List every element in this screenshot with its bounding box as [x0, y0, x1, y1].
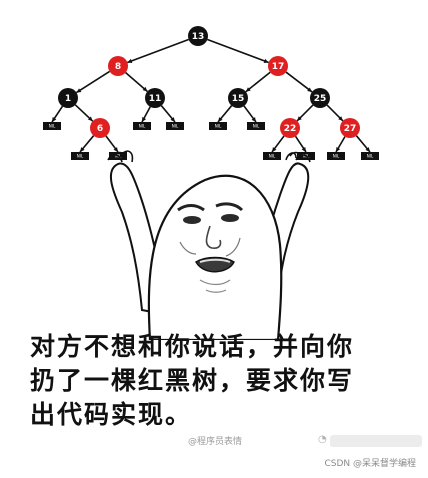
left-eye [183, 216, 201, 224]
cheek-lines [179, 237, 241, 257]
left-hand-fingers [107, 150, 134, 163]
caption-line-2: 扔了一棵红黑树，要求你写 [30, 366, 355, 395]
tree-node-22 [280, 118, 300, 138]
tree-node-17 [268, 56, 288, 76]
tree-edge-arrowhead [263, 58, 269, 63]
tree-edge-arrowhead [338, 116, 343, 121]
tree-edge [245, 71, 271, 93]
nil-edge-arrowhead [142, 117, 147, 122]
face [177, 202, 244, 293]
nil-edge-arrowhead [365, 147, 370, 152]
tree-node-25 [310, 88, 330, 108]
tree-edge-arrowhead [87, 116, 93, 122]
tree-node-label-27: 27 [344, 124, 357, 134]
nil-leaf-box [133, 122, 151, 130]
blurred-watermark [330, 435, 422, 447]
chin-lines [199, 279, 231, 293]
tree-edge-arrowhead [127, 58, 133, 63]
right-brow [215, 202, 244, 212]
caption-line-1: 对方不想和你说话，并向你 [30, 332, 355, 361]
tree-edges [51, 38, 371, 153]
nil-edge-arrowhead [218, 117, 223, 122]
tree-edge [125, 71, 148, 93]
nil-edge-arrowhead [272, 147, 277, 152]
nil-leaf-label: NIL [215, 124, 222, 129]
tree-edge [75, 70, 111, 94]
nil-leaf-label: NIL [172, 124, 179, 129]
nil-leaf-box [209, 122, 227, 130]
right-eye [221, 214, 239, 222]
tree-node-8 [108, 56, 128, 76]
nil-edge-arrowhead [113, 147, 118, 152]
tree-node-13 [188, 26, 208, 46]
nil-leaf-label: NIL [253, 124, 260, 129]
nil-edge-arrowhead [336, 147, 341, 152]
nil-edge-arrowhead [52, 117, 57, 122]
tree-node-label-22: 22 [284, 124, 297, 134]
tree-node-27 [340, 118, 360, 138]
nil-leaf-box [247, 122, 265, 130]
tree-edge [127, 38, 189, 64]
meme-figure [107, 150, 311, 340]
csdn-watermark: CSDN @呆呆督学编程 [324, 459, 416, 469]
nil-leaf-box [71, 152, 89, 160]
tree-node-label-11: 11 [149, 94, 162, 104]
nil-leaf-label: NIL [269, 154, 276, 159]
nil-edge-arrowhead [251, 117, 256, 122]
tree-edge-arrowhead [297, 116, 302, 121]
tree-edge-arrowhead [245, 87, 251, 92]
left-brow [177, 204, 205, 212]
tree-node-label-15: 15 [232, 94, 245, 104]
nil-leaf-label: NIL [49, 124, 56, 129]
nil-leaf-label: NIL [77, 154, 84, 159]
tree-node-11 [145, 88, 165, 108]
tree-node-1 [58, 88, 78, 108]
tree-edge [207, 38, 269, 64]
nil-leaf-label: NIL [333, 154, 340, 159]
nose [205, 225, 222, 249]
watermark-text: @程序员表情 [188, 437, 243, 447]
tree-edge [285, 71, 313, 93]
right-hand-fingers [285, 151, 311, 163]
tree-edge-arrowhead [307, 87, 313, 92]
tree-node-label-8: 8 [115, 62, 121, 72]
nil-leaf-label: NIL [367, 154, 374, 159]
nil-edge-arrowhead [170, 117, 175, 122]
tree-node-label-1: 1 [65, 94, 71, 104]
nil-leaf-box [166, 122, 184, 130]
teeth [199, 258, 231, 263]
tree-node-label-13: 13 [192, 32, 205, 42]
caption-line-3: 出代码实现。 [30, 400, 193, 429]
tree-node-6 [90, 118, 110, 138]
nil-edge-arrowhead [301, 147, 306, 152]
tree-node-15 [228, 88, 248, 108]
nil-leaf-label: NIL [139, 124, 146, 129]
nil-leaf-box [327, 152, 345, 160]
nil-leaf-box [43, 122, 61, 130]
tree-node-label-6: 6 [97, 124, 103, 134]
weibo-icon: ◔ [318, 434, 327, 445]
tree-edge-arrowhead [142, 86, 148, 92]
tree-edge-arrowhead [76, 88, 82, 93]
nil-leaf-box [263, 152, 281, 160]
nil-edge-arrowhead [80, 147, 85, 152]
nil-leaf-box [361, 152, 379, 160]
tree-node-label-17: 17 [272, 62, 285, 72]
tree-node-label-25: 25 [314, 94, 327, 104]
